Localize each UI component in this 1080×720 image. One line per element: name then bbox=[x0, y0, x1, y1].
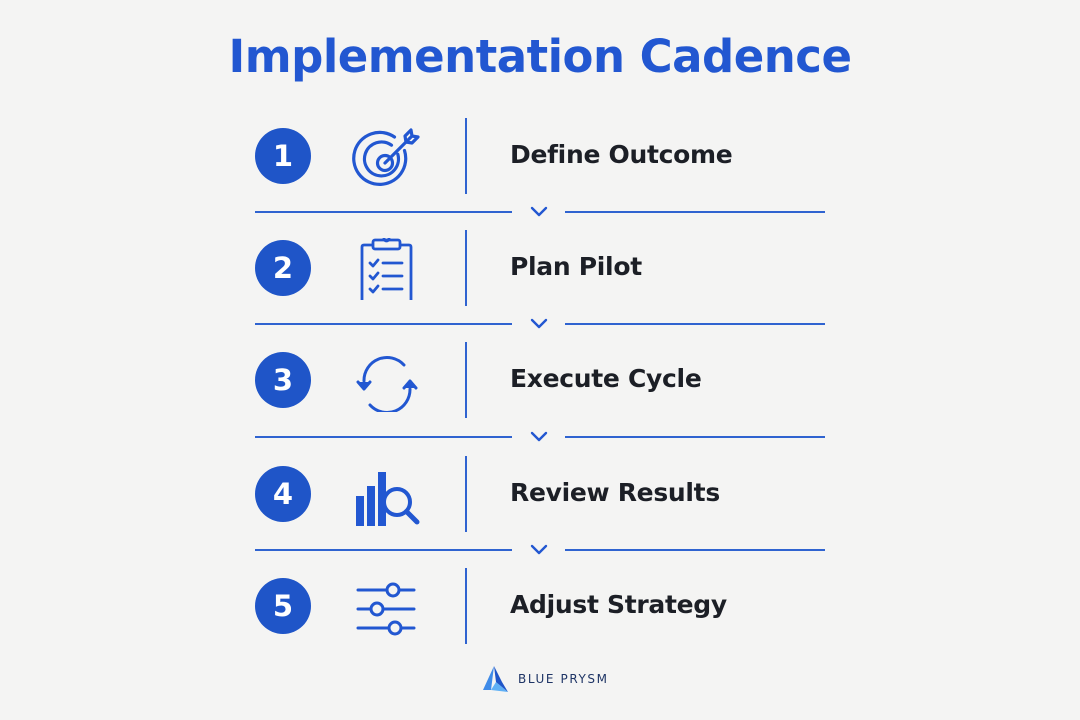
step-divider bbox=[465, 230, 467, 306]
chevron-down-icon bbox=[530, 544, 548, 555]
chevron-down-icon bbox=[530, 206, 548, 217]
step-connector bbox=[255, 316, 825, 332]
step-connector bbox=[255, 542, 825, 558]
step-number-badge: 4 bbox=[255, 466, 311, 522]
cycle-arrows-icon bbox=[348, 350, 426, 412]
step-number-badge: 2 bbox=[255, 240, 311, 296]
target-icon bbox=[348, 126, 426, 188]
sliders-icon bbox=[348, 576, 426, 638]
step-number-badge: 3 bbox=[255, 352, 311, 408]
step-label: Define Outcome bbox=[510, 140, 733, 169]
step-connector bbox=[255, 204, 825, 220]
step-label: Plan Pilot bbox=[510, 252, 642, 281]
brand-name: BLUE PRYSM bbox=[518, 672, 609, 686]
prism-logo-icon bbox=[483, 666, 508, 692]
step-5: 5 Adjust Strategy bbox=[0, 568, 1080, 644]
step-number-badge: 1 bbox=[255, 128, 311, 184]
step-4: 4 Review Results bbox=[0, 456, 1080, 532]
step-divider bbox=[465, 568, 467, 644]
bar-chart-magnifier-icon bbox=[348, 464, 426, 526]
step-connector bbox=[255, 429, 825, 445]
clipboard-checklist-icon bbox=[348, 238, 426, 300]
page-title: Implementation Cadence bbox=[228, 30, 852, 83]
step-label: Execute Cycle bbox=[510, 364, 702, 393]
step-3: 3 Execute Cycle bbox=[0, 342, 1080, 418]
step-label: Adjust Strategy bbox=[510, 590, 727, 619]
step-divider bbox=[465, 342, 467, 418]
step-number-badge: 5 bbox=[255, 578, 311, 634]
chevron-down-icon bbox=[530, 318, 548, 329]
brand-footer: BLUE PRYSM bbox=[480, 664, 609, 694]
step-divider bbox=[465, 456, 467, 532]
step-1: 1 Define Outcome bbox=[0, 118, 1080, 194]
step-2: 2 Plan Pilot bbox=[0, 230, 1080, 306]
step-label: Review Results bbox=[510, 478, 720, 507]
chevron-down-icon bbox=[530, 431, 548, 442]
step-divider bbox=[465, 118, 467, 194]
